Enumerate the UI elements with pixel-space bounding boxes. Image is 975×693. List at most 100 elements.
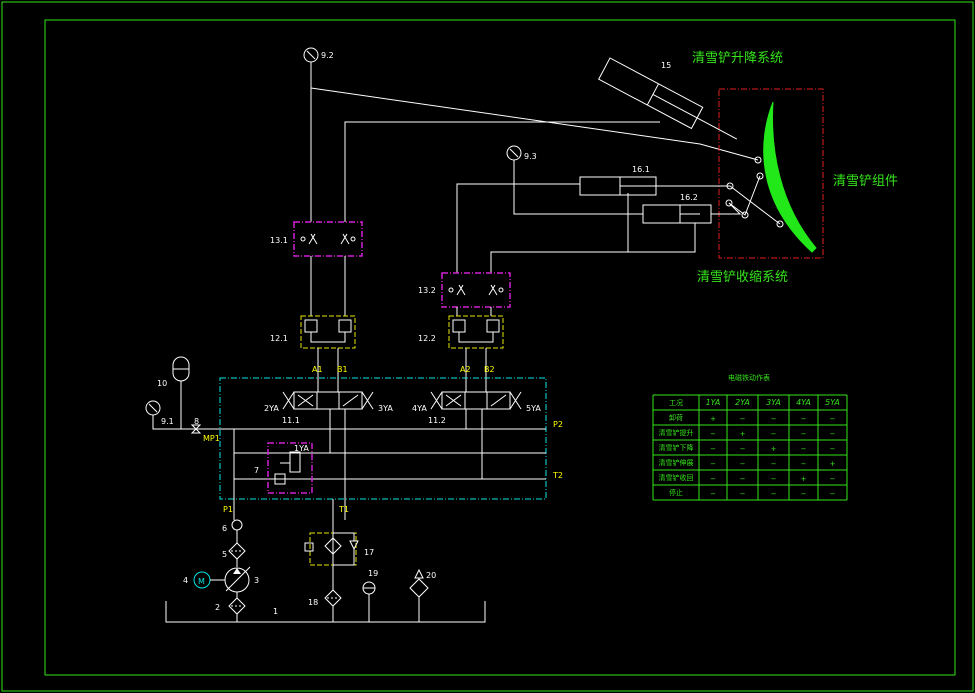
- relief-valve-7: [267, 442, 313, 494]
- retract-cylinder-16-1: [579, 176, 730, 196]
- filter-5: [228, 542, 246, 567]
- table-header-cell: 5YA: [825, 398, 840, 407]
- hydraulic-lock-13-2: [441, 272, 511, 308]
- label-12-1: 12.1: [270, 334, 288, 343]
- retract-cylinder-16-2: [642, 202, 742, 224]
- inner-frame: [44, 19, 956, 676]
- table-row-label: 清雪铲伸展: [659, 458, 694, 467]
- port-mp1: MP1: [203, 434, 220, 443]
- table-cell: −: [801, 460, 807, 468]
- table-cell: −: [801, 430, 807, 438]
- label-2: 2: [215, 603, 220, 612]
- port-p2: P2: [553, 420, 563, 429]
- table-row-label: 卸荷: [669, 413, 683, 422]
- sol-5ya: 5YA: [526, 404, 541, 413]
- table-cell: −: [740, 445, 746, 453]
- table-cell: −: [710, 490, 716, 498]
- valve-12-1: [300, 315, 356, 349]
- label-17: 17: [364, 548, 374, 557]
- label-16-1: 16.1: [632, 165, 650, 174]
- port-t2: T2: [552, 471, 563, 480]
- check-valve-6: [231, 519, 243, 543]
- label-16-2: 16.2: [680, 193, 698, 202]
- table-cell: −: [710, 475, 716, 483]
- table-row-label: 清雪铲提升: [659, 428, 694, 437]
- table-cell: −: [830, 430, 836, 438]
- label-9-3: 9.3: [524, 152, 537, 161]
- label-9-2: 9.2: [321, 51, 334, 60]
- label-9-1: 9.1: [161, 417, 174, 426]
- lift-line-b: [344, 121, 660, 222]
- port-a2: A2: [460, 365, 471, 374]
- check-valve-17: [333, 532, 359, 566]
- label-1: 1: [273, 607, 278, 616]
- pump-3: [224, 566, 251, 598]
- table-row-label: 清雪铲下降: [659, 443, 694, 452]
- title-retract-system: 清雪铲收缩系统: [697, 269, 788, 285]
- table-cell: +: [801, 475, 807, 483]
- label-13-2: 13.2: [418, 286, 436, 295]
- label-4: 4: [183, 576, 188, 585]
- valve-12-2: [448, 315, 504, 349]
- motor-m-text: M: [198, 577, 205, 586]
- table-cell: −: [740, 415, 746, 423]
- port-a1: A1: [312, 365, 323, 374]
- table-header-cell: 3YA: [766, 398, 781, 407]
- directional-valve-11-1: [282, 391, 374, 410]
- ball-valve-8: [190, 424, 202, 434]
- pressure-gauge-9-2: [303, 47, 319, 88]
- label-11-1: 11.1: [282, 416, 300, 425]
- label-11-2: 11.2: [428, 416, 446, 425]
- table-row-label: 停止: [669, 488, 683, 497]
- motor-4: [193, 571, 225, 589]
- table-row-label: 清雪铲收回: [659, 473, 694, 482]
- sol-4ya: 4YA: [412, 404, 427, 413]
- table-cell: −: [740, 460, 746, 468]
- table-header-cell: 1YA: [706, 398, 721, 407]
- table-cell: +: [710, 415, 716, 423]
- label-13-1: 13.1: [270, 236, 288, 245]
- table-header-cell: 4YA: [796, 398, 811, 407]
- port-b2: B2: [484, 365, 495, 374]
- sol-2ya: 2YA: [264, 404, 279, 413]
- blade-assembly-box: [718, 88, 824, 259]
- table-header-cell: 工况: [669, 399, 683, 407]
- table-cell: −: [830, 490, 836, 498]
- table-cell: −: [771, 460, 777, 468]
- label-19: 19: [368, 569, 378, 578]
- table-title: 电磁铁动作表: [728, 373, 770, 382]
- title-lift-system: 清雪铲升降系统: [692, 51, 783, 66]
- accumulator-10: [172, 356, 190, 429]
- table-cell: −: [771, 490, 777, 498]
- level-gauge-19: [362, 581, 376, 622]
- filter-18: [324, 589, 342, 622]
- table-cell: −: [710, 445, 716, 453]
- table-cell: −: [801, 415, 807, 423]
- table-header-cell: 2YA: [735, 398, 750, 407]
- table-cell: −: [830, 475, 836, 483]
- lift-cylinder-15: [598, 57, 738, 140]
- table-cell: −: [801, 445, 807, 453]
- table-cell: −: [771, 415, 777, 423]
- valve-manifold: [219, 377, 547, 500]
- hydraulic-lock-13-1: [293, 221, 363, 257]
- air-filter-20: [409, 568, 429, 622]
- table-cell: +: [771, 445, 777, 453]
- port-p1: P1: [223, 505, 233, 514]
- label-7: 7: [254, 466, 259, 475]
- label-15: 15: [661, 61, 671, 70]
- table-cell: −: [740, 475, 746, 483]
- sol-3ya: 3YA: [378, 404, 393, 413]
- snow-blade: [763, 101, 817, 253]
- return-filter: [304, 532, 357, 566]
- table-cell: −: [710, 460, 716, 468]
- table-cell: −: [771, 475, 777, 483]
- label-18: 18: [308, 598, 318, 607]
- port-b1: B1: [337, 365, 348, 374]
- directional-valve-11-2: [430, 391, 522, 410]
- label-5: 5: [222, 550, 227, 559]
- pressure-gauge-9-1: [145, 400, 219, 430]
